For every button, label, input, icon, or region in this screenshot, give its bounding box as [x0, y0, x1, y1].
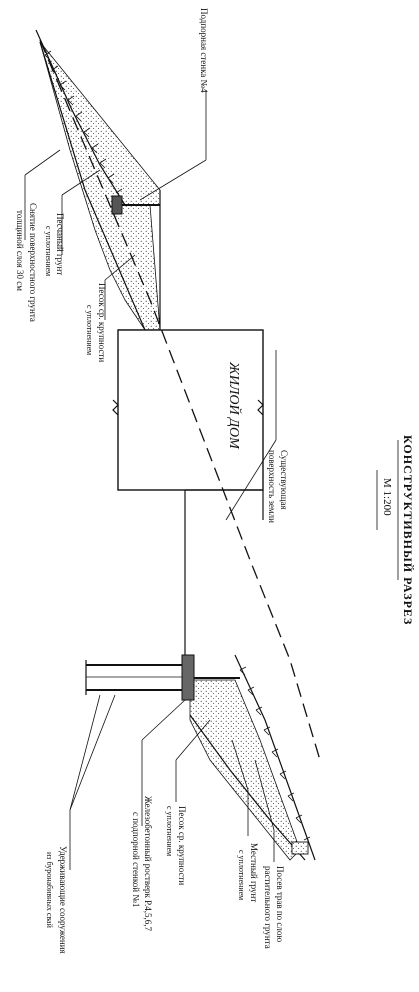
label-retaining-wall-4: Подпорная стенка №4: [199, 8, 209, 93]
leader-lines: [24, 90, 277, 870]
svg-text:с подпорной стенкой №1: с подпорной стенкой №1: [131, 812, 141, 907]
svg-text:Существующая: Существующая: [279, 450, 289, 510]
svg-text:Посев трав по слою: Посев трав по слою: [275, 866, 285, 942]
label-sand-medium-left: Песок ср. крупности с уплотнением: [85, 283, 107, 362]
label-sand-soil-left: Песчаный грунт с уплотнением: [44, 213, 65, 276]
svg-text:Песок ср. крупности: Песок ср. крупности: [177, 806, 187, 885]
building-body: [117, 329, 264, 491]
existing-ground-line: [39, 39, 321, 761]
retaining-wall-4: [111, 195, 123, 215]
svg-text:толщиной слоя 30 см: толщиной слоя 30 см: [15, 210, 25, 291]
label-grass-seeding: Посев трав по слою растительного грунта: [263, 866, 285, 949]
building-label: ЖИЛОЙ ДОМ: [226, 361, 243, 450]
svg-text:с уплотнением: с уплотнением: [237, 850, 246, 900]
right-slope-fill: [189, 679, 301, 861]
svg-text:с уплотнением: с уплотнением: [165, 806, 174, 856]
label-existing-surface: Существующая поверхность земли: [267, 450, 289, 523]
right-outer-slope: [234, 654, 316, 861]
bored-piles: [85, 660, 182, 695]
label-rc-grillage: Железобетонный ростверк Р.4,5,6,7 с подп…: [131, 796, 153, 932]
rc-grillage: [181, 654, 195, 701]
left-inner-slope: [39, 41, 146, 331]
drawing-title: КОНСТРУКТИВНЫЙ РАЗРЕЗ: [401, 435, 415, 625]
label-topsoil-removal: Снятие поверхностного грунта толщиной сл…: [15, 203, 38, 322]
svg-text:Песчаный грунт: Песчаный грунт: [55, 213, 65, 275]
svg-text:Песок ср. крупности: Песок ср. крупности: [97, 283, 107, 362]
right-embankment: [85, 654, 316, 861]
left-grass-marks: [44, 50, 123, 194]
svg-text:из буронабивных свай: из буронабивных свай: [45, 852, 54, 929]
svg-text:с уплотнением: с уплотнением: [85, 305, 94, 355]
svg-text:растительного грунта: растительного грунта: [263, 866, 273, 949]
label-local-soil: Местный грунт с уплотнением: [237, 843, 259, 902]
svg-text:Удерживающие сооружения: Удерживающие сооружения: [58, 846, 68, 954]
svg-text:поверхность земли: поверхность земли: [267, 450, 277, 523]
left-embankment: [35, 29, 161, 331]
svg-text:Снятие поверхностного грунта: Снятие поверхностного грунта: [28, 203, 38, 322]
label-sand-medium-right: Песок ср. крупности с уплотнением: [165, 806, 187, 885]
svg-text:Подпорная стенка №4: Подпорная стенка №4: [199, 8, 209, 93]
drawing-scale: М 1:200: [381, 478, 393, 516]
residential-building: ЖИЛОЙ ДОМ: [112, 329, 264, 660]
label-retaining-piles: Удерживающие сооружения из буронабивных …: [45, 846, 68, 954]
right-inner-slope: [189, 714, 306, 861]
svg-text:Местный грунт: Местный грунт: [249, 843, 259, 902]
left-outer-slope: [35, 29, 126, 206]
svg-text:с уплотнением: с уплотнением: [44, 226, 53, 276]
right-grass-marks: [239, 666, 311, 841]
svg-text:Железобетонный ростверк Р.4,5,: Железобетонный ростверк Р.4,5,6,7: [143, 796, 153, 932]
